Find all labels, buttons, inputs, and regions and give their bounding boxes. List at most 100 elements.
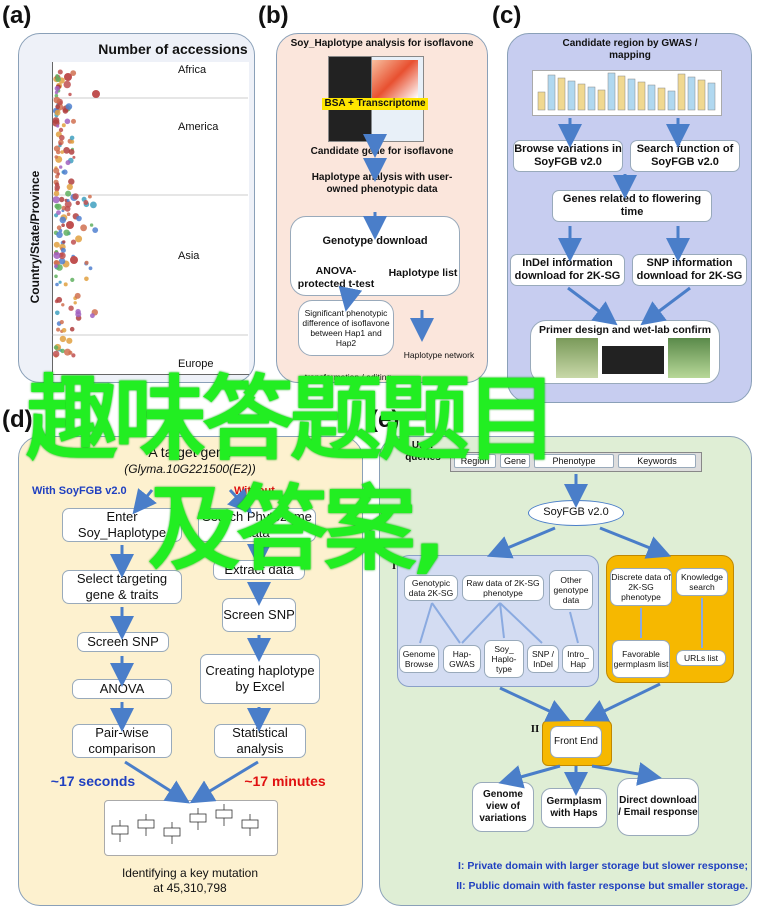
scatter-dot: [62, 169, 68, 175]
scatter-dot: [55, 76, 61, 82]
right-time: ~17 minutes: [244, 773, 326, 789]
legend-public: II: Public domain with faster response b…: [456, 880, 748, 892]
scatter-dot: [54, 85, 60, 92]
region-america: America: [178, 121, 219, 133]
scatter-dot: [63, 80, 71, 89]
scatter-dot: [72, 155, 76, 159]
gwas-bar: [707, 82, 716, 111]
transformation-text: transformation / editing: [304, 372, 392, 382]
scatter-dot: [88, 194, 92, 199]
left-step-1: Enter Soy_Haplotype: [62, 508, 182, 542]
scatter-dot: [52, 117, 60, 124]
scatter-dot: [92, 227, 99, 234]
scatter-dot: [74, 292, 81, 299]
scatter-dot: [55, 104, 61, 110]
wetlab-photo-1: [556, 338, 598, 378]
raw-data: Raw data of 2K-SG phenotype: [462, 575, 544, 601]
scatter-dot: [54, 274, 58, 279]
panel-e-label: (e): [370, 406, 400, 433]
scatter-dot: [64, 205, 71, 212]
scatter-dot: [60, 247, 66, 253]
panel-a-title: Number of accessions: [98, 41, 248, 57]
scatter-dot: [58, 252, 66, 260]
gwas-bar: [597, 89, 606, 111]
gwas-bar: [587, 86, 596, 111]
scatter-dot: [52, 350, 60, 358]
region-asia: Asia: [178, 250, 200, 262]
scatter-dot: [54, 264, 58, 268]
output-download: Direct download / Email response: [617, 778, 699, 836]
gwas-bar: [637, 81, 646, 111]
with-soyfgb: With SoyFGB v2.0: [32, 485, 127, 497]
scatter-dot: [56, 327, 61, 332]
scatter-dot: [75, 235, 83, 243]
scatter-dot: [58, 280, 62, 284]
region-africa: Africa: [178, 64, 207, 76]
scatter-dot: [80, 224, 87, 232]
gwas-bar: [627, 78, 636, 111]
result-line-2: at 45,310,798: [153, 881, 227, 895]
scatter-dot: [52, 196, 60, 204]
scatter-dot: [66, 183, 73, 191]
panel-b-label: (b): [258, 2, 289, 29]
scatter-dot: [61, 123, 66, 128]
scatter-dot: [75, 311, 82, 318]
scatter-dot: [56, 124, 60, 128]
scatter-dot: [64, 118, 71, 125]
target-gene: A target gene: [148, 444, 232, 460]
gwas-bar: [677, 73, 686, 111]
query-region: Region: [454, 454, 496, 468]
boxplot-box: [111, 825, 129, 835]
wetlab-photo-2: [602, 346, 664, 374]
scatter-dot: [58, 142, 62, 146]
scatter-dot: [62, 108, 69, 114]
scatter-dot: [70, 256, 78, 264]
scatter-dot: [59, 335, 67, 343]
scatter-dot: [55, 282, 59, 287]
result-line-1: Identifying a key mutation: [121, 866, 259, 880]
scatter-dot: [57, 69, 63, 75]
scatter-dot: [59, 196, 65, 203]
soy-haplotype: Soy_ Haplo-type: [484, 640, 524, 678]
scatter-dot: [58, 258, 66, 265]
left-step-3: Screen SNP: [77, 632, 169, 652]
scatter-dot: [71, 118, 76, 124]
panel-c-title: Candidate region by GWAS / mapping: [562, 38, 698, 61]
boxplot-box: [189, 813, 207, 823]
other-genotype: Other genotype data: [549, 570, 593, 610]
scatter-dot: [68, 92, 72, 97]
gwas-bar: [577, 83, 586, 111]
gwas-bar: [667, 90, 676, 111]
genotype-download: Genotype download: [322, 235, 428, 247]
query-phenotype: Phenotype: [534, 454, 614, 468]
bsa-label: BSA + Transcriptome: [322, 98, 428, 110]
discrete-data: Discrete data of 2K-SG phenotype: [610, 568, 672, 606]
scatter-dot: [59, 216, 67, 224]
scatter-dot: [53, 252, 61, 259]
scatter-dot: [54, 184, 61, 191]
scatter-dot: [70, 139, 75, 144]
scatter-dot: [56, 210, 61, 216]
left-step-2: Select targeting gene & traits: [62, 570, 182, 604]
scatter-dot: [84, 276, 89, 282]
gwas-bar: [697, 79, 706, 111]
wetlab-photo-3: [668, 338, 710, 378]
boxplot-box: [215, 809, 233, 819]
scatter-dot: [53, 167, 60, 174]
scatter-dot: [69, 135, 75, 141]
snp-indel: SNP / InDel: [527, 645, 559, 673]
scatter-dot: [66, 337, 73, 344]
scatter-dot: [55, 174, 60, 179]
favorable-germplasm: Favorable germplasm list: [612, 640, 670, 678]
right-step-3: Screen SNP: [222, 598, 296, 632]
query-keywords: Keywords: [618, 454, 696, 468]
gwas-bar: [567, 80, 576, 111]
scatter-dot: [70, 277, 75, 282]
scatter-dot: [83, 200, 89, 205]
scatter-dot: [75, 200, 81, 206]
scatter-dot: [64, 73, 72, 81]
gwas-bar: [617, 75, 626, 111]
